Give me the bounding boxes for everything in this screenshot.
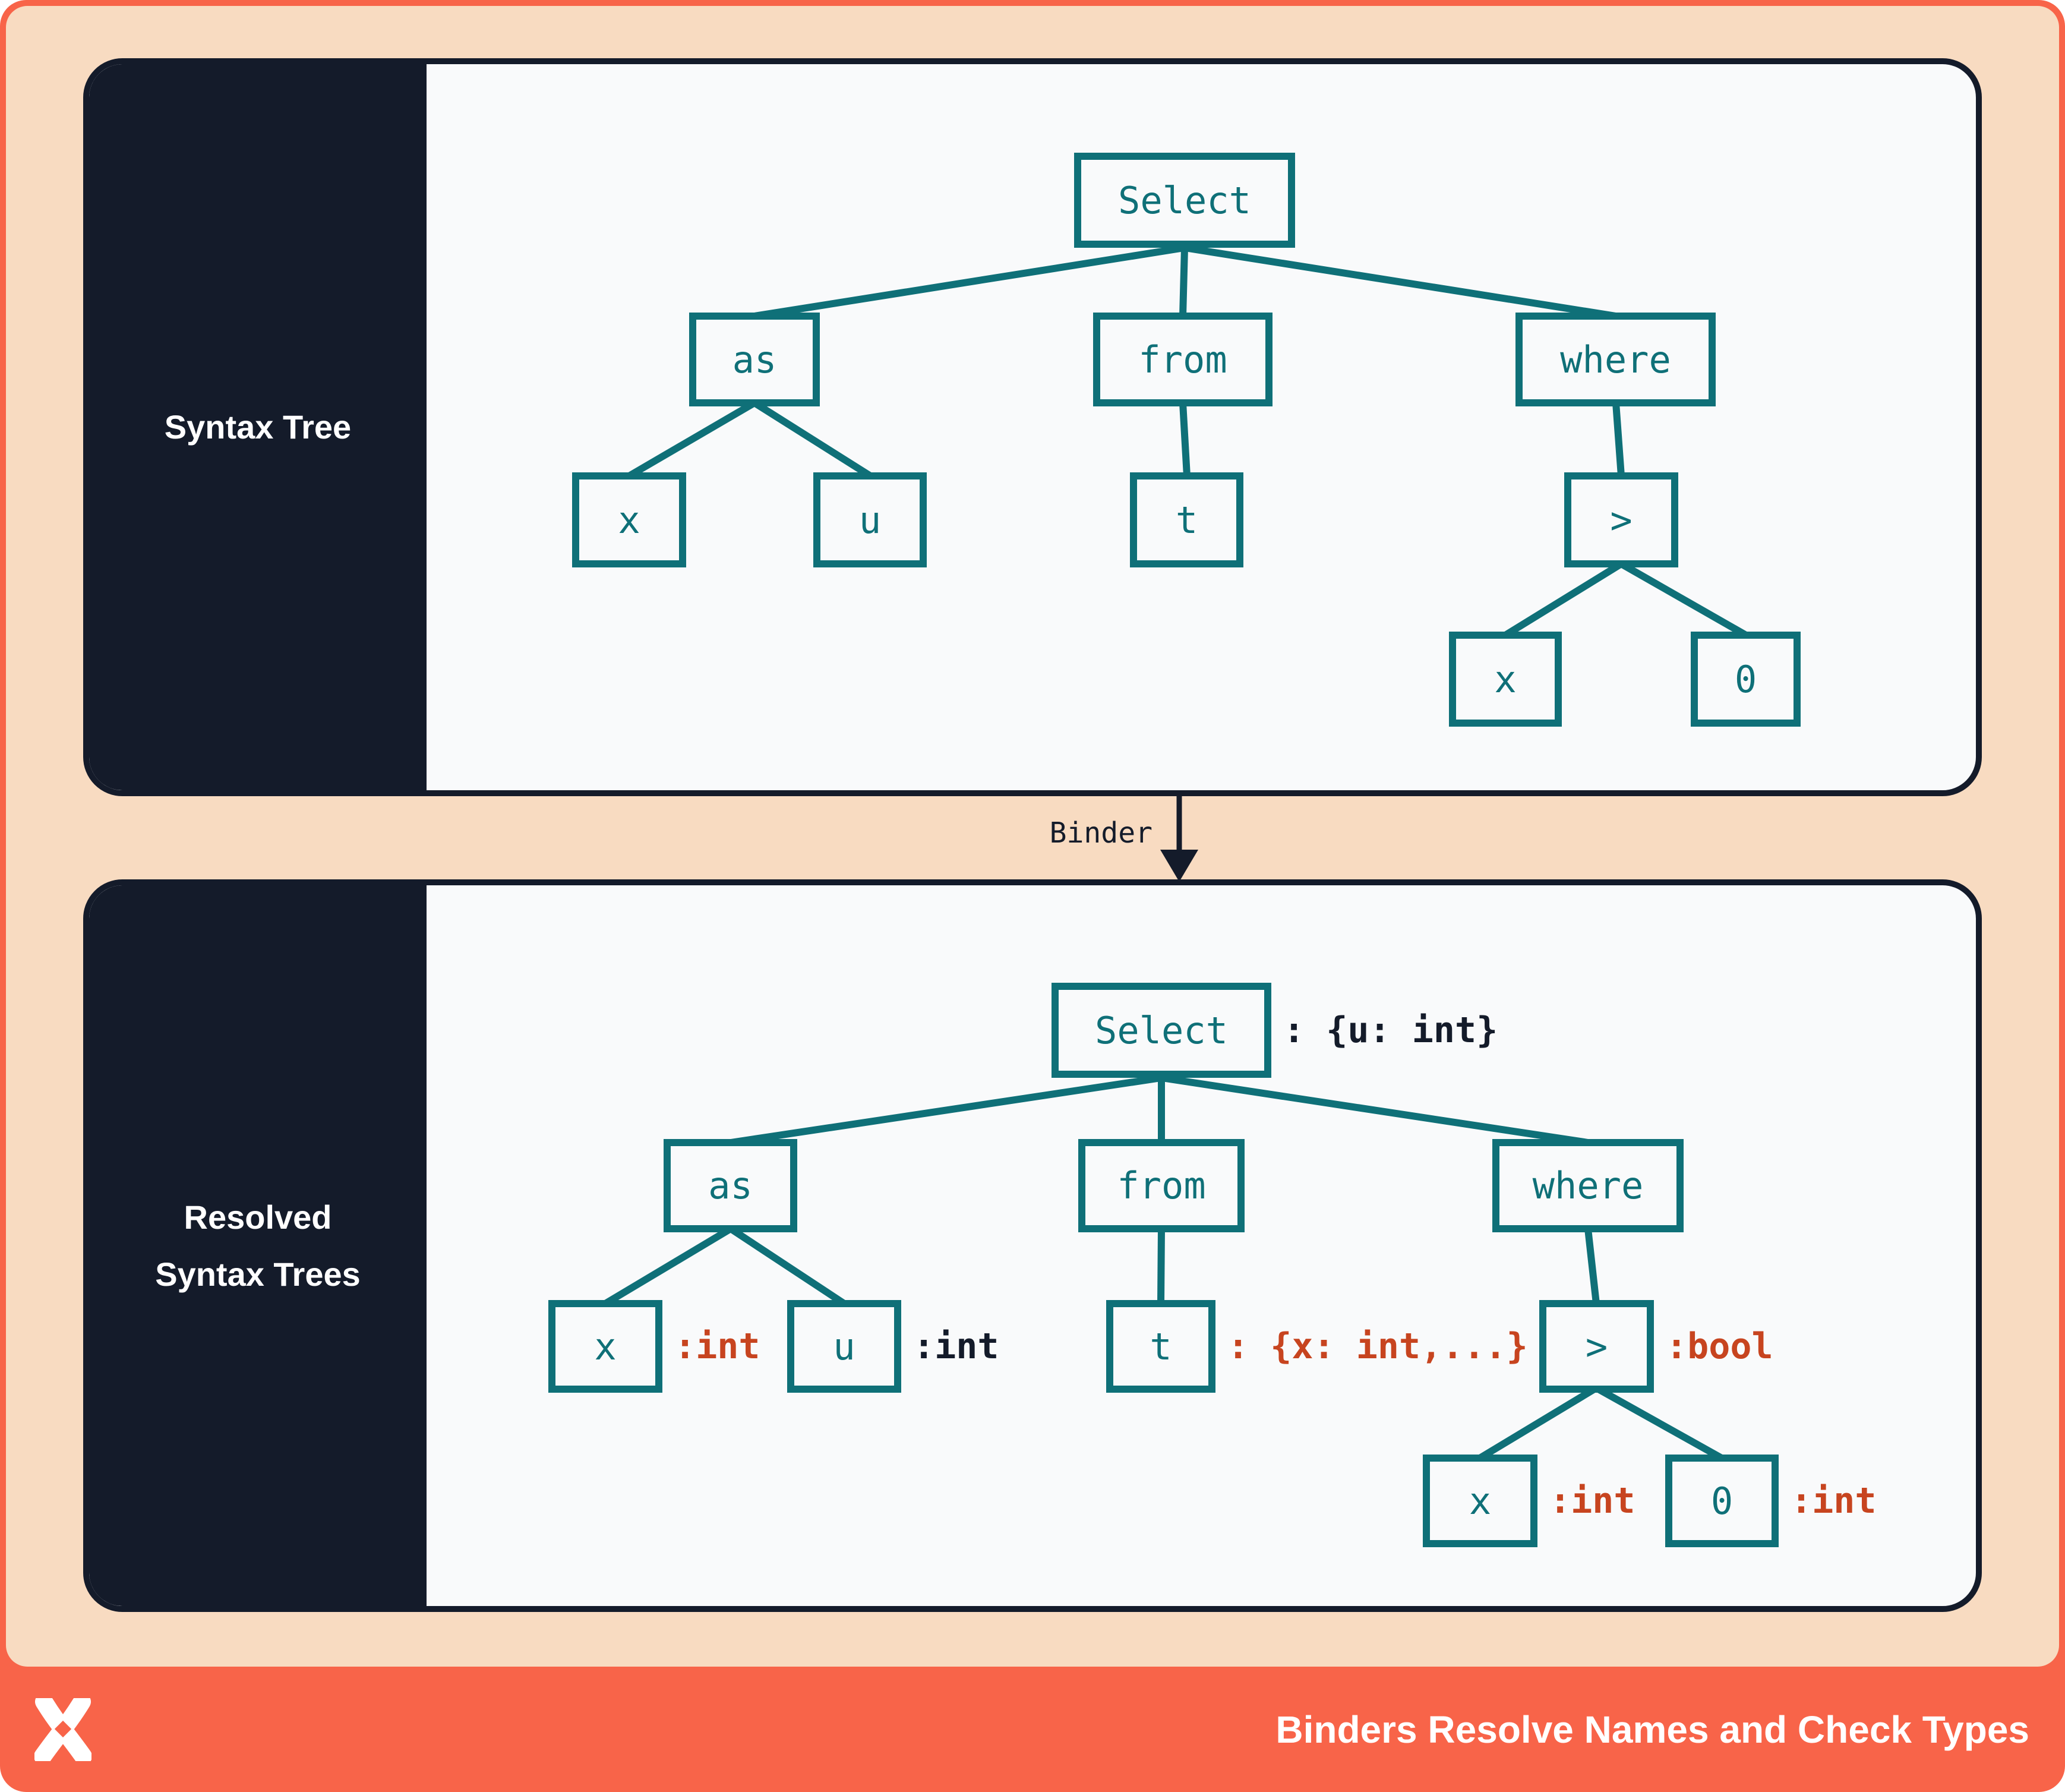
node-u: u	[787, 1300, 901, 1393]
node-x: x	[548, 1300, 662, 1393]
tree-edge	[1184, 244, 1616, 320]
sidebar-label-line2: Syntax Trees	[155, 1255, 361, 1293]
sidebar-label: Syntax Tree	[164, 408, 352, 446]
node-x: x	[572, 472, 686, 567]
node-label: 0	[1710, 1479, 1734, 1523]
node-greater-than: >	[1539, 1300, 1654, 1393]
node-label: x	[1469, 1479, 1492, 1523]
type-annotation: : {u: int}	[1283, 1009, 1498, 1051]
node-label: where	[1560, 337, 1671, 381]
binder-arrow	[1160, 795, 1198, 882]
syntax-tree-panel: Select as from where x u t > x 0 Syntax …	[83, 58, 1982, 796]
node-t: t	[1130, 472, 1243, 567]
node-label: from	[1138, 337, 1227, 381]
type-annotation: :int	[913, 1326, 999, 1367]
tree-edges	[603, 1074, 1723, 1462]
logo-diamond	[54, 1720, 72, 1737]
tree-edge	[1612, 402, 1625, 477]
tree-edge	[1179, 402, 1191, 477]
node-label: as	[708, 1164, 753, 1207]
node-greater-than: >	[1564, 472, 1678, 567]
tree-edge	[728, 1225, 847, 1307]
node-label: u	[858, 498, 882, 542]
node-where: where	[1492, 1139, 1684, 1232]
node-label: >	[1585, 1324, 1608, 1368]
type-annotation: :bool	[1666, 1326, 1773, 1367]
node-label: from	[1117, 1164, 1206, 1207]
node-where: where	[1515, 313, 1716, 406]
resolved-syntax-trees-panel: Select : {u: int} as from where x :int u…	[83, 879, 1982, 1612]
tree-edge	[754, 244, 1185, 320]
node-label: x	[618, 498, 640, 542]
tree-edge	[1619, 560, 1748, 639]
node-select: Select	[1052, 983, 1271, 1078]
tree-edge	[1477, 1384, 1599, 1462]
type-annotation: :int	[1549, 1480, 1635, 1522]
node-label: t	[1175, 498, 1198, 542]
arrow-head	[1160, 850, 1198, 882]
tree-edge	[1179, 247, 1188, 317]
node-label: x	[1494, 657, 1517, 701]
node-select: Select	[1074, 153, 1295, 248]
tree-edge	[603, 1225, 733, 1307]
node-from: from	[1078, 1139, 1245, 1232]
x-logo-icon	[34, 1698, 91, 1761]
type-annotation: : {x: int,...}	[1227, 1326, 1528, 1367]
tree-edge	[627, 399, 757, 479]
node-from: from	[1093, 313, 1273, 406]
type-annotation: :int	[674, 1326, 760, 1367]
node-t: t	[1106, 1300, 1215, 1393]
sidebar-label-line1: Resolved	[184, 1198, 332, 1236]
node-leaf-x: x	[1423, 1455, 1537, 1547]
footer-bar: Binders Resolve Names and Check Types	[0, 1667, 2065, 1792]
tree-edge	[1503, 560, 1624, 639]
sidebar-resolved-syntax-trees: Resolved Syntax Trees	[89, 885, 427, 1606]
node-label: Select	[1118, 178, 1251, 222]
node-label: t	[1150, 1324, 1172, 1368]
node-as: as	[689, 313, 820, 406]
tree-edge	[1584, 1228, 1600, 1304]
node-label: x	[594, 1324, 617, 1368]
tree-edge	[752, 399, 873, 479]
node-u: u	[813, 472, 927, 567]
node-label: where	[1532, 1164, 1644, 1207]
node-label: Select	[1095, 1008, 1228, 1052]
node-label: u	[833, 1324, 855, 1368]
tree-edge	[730, 1074, 1162, 1146]
sidebar-syntax-tree: Syntax Tree	[89, 64, 427, 790]
node-leaf-x: x	[1449, 632, 1562, 727]
tree-edge	[1594, 1384, 1723, 1462]
tree-edges	[627, 244, 1748, 639]
node-as: as	[664, 1139, 797, 1232]
node-label: >	[1610, 498, 1633, 542]
binder-label: Binder	[1049, 816, 1153, 850]
node-label: 0	[1734, 657, 1757, 701]
type-annotation: :int	[1791, 1480, 1877, 1522]
node-leaf-zero: 0	[1691, 632, 1801, 727]
node-leaf-zero: 0	[1665, 1455, 1779, 1547]
node-label: as	[732, 337, 777, 381]
tree-edge	[1161, 1074, 1589, 1146]
footer-title: Binders Resolve Names and Check Types	[1275, 1708, 2029, 1751]
